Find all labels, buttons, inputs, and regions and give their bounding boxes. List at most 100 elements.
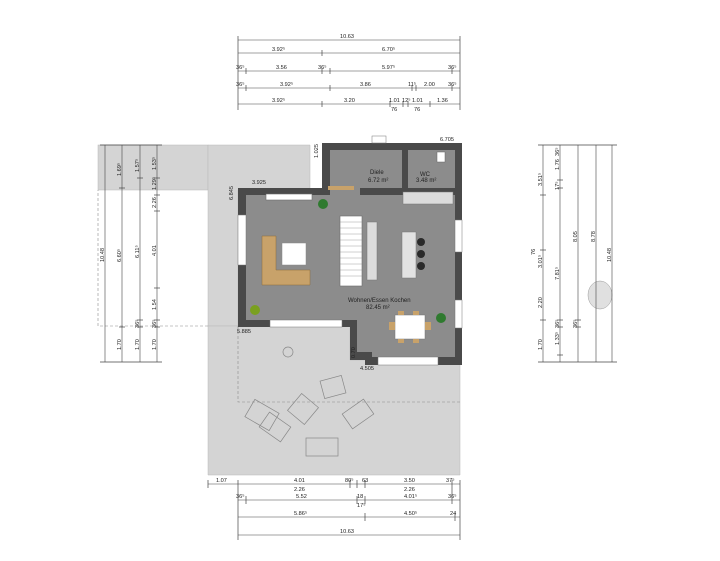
dimension-label: 3.50 xyxy=(404,478,415,484)
elevation-label: 5.885 xyxy=(237,329,251,335)
staircase xyxy=(339,215,363,287)
plant-icon-2 xyxy=(250,305,260,315)
dimension-label: 4.01 xyxy=(294,478,305,484)
left-dimensions: 10.48 1.69⁵ 6.60⁵ 1.70 1.57⁵ 6.11⁵ 36⁵ 1… xyxy=(100,144,162,363)
dimension-label: 8.78 xyxy=(591,231,597,242)
dimension-label: 3.51⁵ xyxy=(537,173,544,186)
dimension-label: 1.76 xyxy=(555,159,561,170)
dimension-label: 36⁵ xyxy=(151,319,158,328)
dimension-label: 24 xyxy=(450,511,456,517)
kitchen-counter xyxy=(402,191,454,205)
dimension-label: 37⁵ xyxy=(446,477,455,484)
dimension-label: 5.97⁵ xyxy=(382,64,395,71)
dimension-label: 8.05 xyxy=(573,231,579,242)
dimension-label: 4.01 xyxy=(152,245,158,256)
window-south xyxy=(269,319,343,328)
dimension-label: 3.92⁵ xyxy=(280,81,293,88)
dimension-label: 1.33⁵ xyxy=(554,332,561,345)
dimension-label: 12⁵ xyxy=(402,97,411,104)
dimension-label: 36⁵ xyxy=(554,319,561,328)
interior-wall xyxy=(402,150,408,188)
dimension-label: 1.07 xyxy=(216,478,227,484)
dimension-label: 76 xyxy=(414,107,420,113)
chimney xyxy=(371,135,387,144)
dimension-label: 36⁵ xyxy=(236,64,245,71)
terrace-furniture xyxy=(244,346,375,457)
kitchen-unit xyxy=(366,221,378,281)
sofa xyxy=(261,235,311,286)
dimension-label: 7.81⁵ xyxy=(554,267,561,280)
dimension-label: 4.01⁵ xyxy=(404,493,417,500)
dimension-label: 76 xyxy=(531,249,537,255)
dimension-label: 36⁵ xyxy=(236,493,245,500)
dimension-label: 1.01 xyxy=(389,98,400,104)
dimension-label: 1.29⁵ xyxy=(151,177,158,190)
room-label-diele: Diele xyxy=(370,170,384,176)
sideboard xyxy=(265,193,313,201)
dimension-label: 10.63 xyxy=(340,34,354,40)
dimension-label: 3.20 xyxy=(344,98,355,104)
window-west xyxy=(237,214,247,266)
dimension-label: 1.53⁵ xyxy=(151,157,158,170)
dimension-label: 4.50⁵ xyxy=(404,510,417,517)
plant-icon xyxy=(318,199,328,209)
dimension-label: 36⁵ xyxy=(554,147,561,156)
kitchen-island xyxy=(401,231,425,279)
dimension-label: 2.26 xyxy=(404,487,415,493)
dimension-label: 3.92⁵ xyxy=(272,97,285,104)
dimension-label: 3.56 xyxy=(276,65,287,71)
dimension-label: 5.52 xyxy=(296,494,307,500)
dimension-label: 76 xyxy=(391,107,397,113)
terrace-west xyxy=(97,144,209,191)
dimension-label: 2.26 xyxy=(152,197,158,208)
dimension-label: 1.01 xyxy=(412,98,423,104)
right-dimensions: 3.51⁵ 3.01⁵ 2.20 1.70 76 1.76 17⁵ 7.81⁵ … xyxy=(531,144,617,363)
dimension-label: 6.11⁵ xyxy=(134,245,141,258)
dimension-label: 36⁵ xyxy=(448,64,457,71)
diele-floor xyxy=(330,150,402,188)
toilet xyxy=(436,151,446,163)
plant-icon-3 xyxy=(436,313,446,323)
dimension-label: 36⁵ xyxy=(134,319,141,328)
elevation-label: 4.505 xyxy=(360,366,374,372)
room-area-wohnen: 82.45 m² xyxy=(366,305,390,311)
dimension-label: 3.86 xyxy=(360,82,371,88)
room-area-wc: 3.48 m² xyxy=(416,178,436,184)
tree-symbol xyxy=(587,280,613,310)
room-label-wc: WC xyxy=(420,172,431,178)
dimension-label: 36⁵ xyxy=(572,319,579,328)
diele-bench xyxy=(328,186,354,190)
elevation-label: 6.705 xyxy=(440,137,454,143)
dimension-label: 1.57⁵ xyxy=(134,159,141,172)
dimension-label: 17⁵ xyxy=(554,181,561,190)
dimension-label: 18 xyxy=(357,494,363,500)
dimension-label: 1.54 xyxy=(152,299,158,310)
dimension-label: 1.69⁵ xyxy=(116,163,123,176)
dimension-label: 17⁵ xyxy=(357,502,366,509)
dimension-label: 11⁵ xyxy=(408,81,416,88)
elevation-label: 3.925 xyxy=(252,180,266,186)
dimension-label: 10.48 xyxy=(607,248,613,262)
dimension-label: 3.92⁵ xyxy=(272,46,285,53)
dimension-label: 2.00 xyxy=(424,82,435,88)
dimension-label: 36⁵ xyxy=(448,493,457,500)
elevation-label: 1.025 xyxy=(314,144,320,158)
dimension-label: 1.70 xyxy=(152,339,158,350)
dimension-label: 2.20 xyxy=(538,297,544,308)
dimension-label: 36⁵ xyxy=(448,81,457,88)
dimension-label: 36⁵ xyxy=(236,81,245,88)
elevation-label: 0.70 xyxy=(351,347,357,358)
room-area-diele: 6.72 m² xyxy=(368,178,388,184)
room-label-wohnen: Wohnen/Essen Kochen xyxy=(348,298,411,304)
terrace-dashed-line-2 xyxy=(97,190,208,327)
dimension-label: 1.70 xyxy=(135,339,141,350)
dimension-label: 36⁵ xyxy=(318,64,327,71)
dimension-label: 6.60⁵ xyxy=(116,249,123,262)
dimension-label: 1.36 xyxy=(437,98,448,104)
dining-table xyxy=(389,311,431,343)
dimension-label: 1.70 xyxy=(117,339,123,350)
dimension-label: 2.26 xyxy=(294,487,305,493)
window-east-2 xyxy=(454,299,463,329)
dimension-label: 3.01⁵ xyxy=(537,255,544,268)
